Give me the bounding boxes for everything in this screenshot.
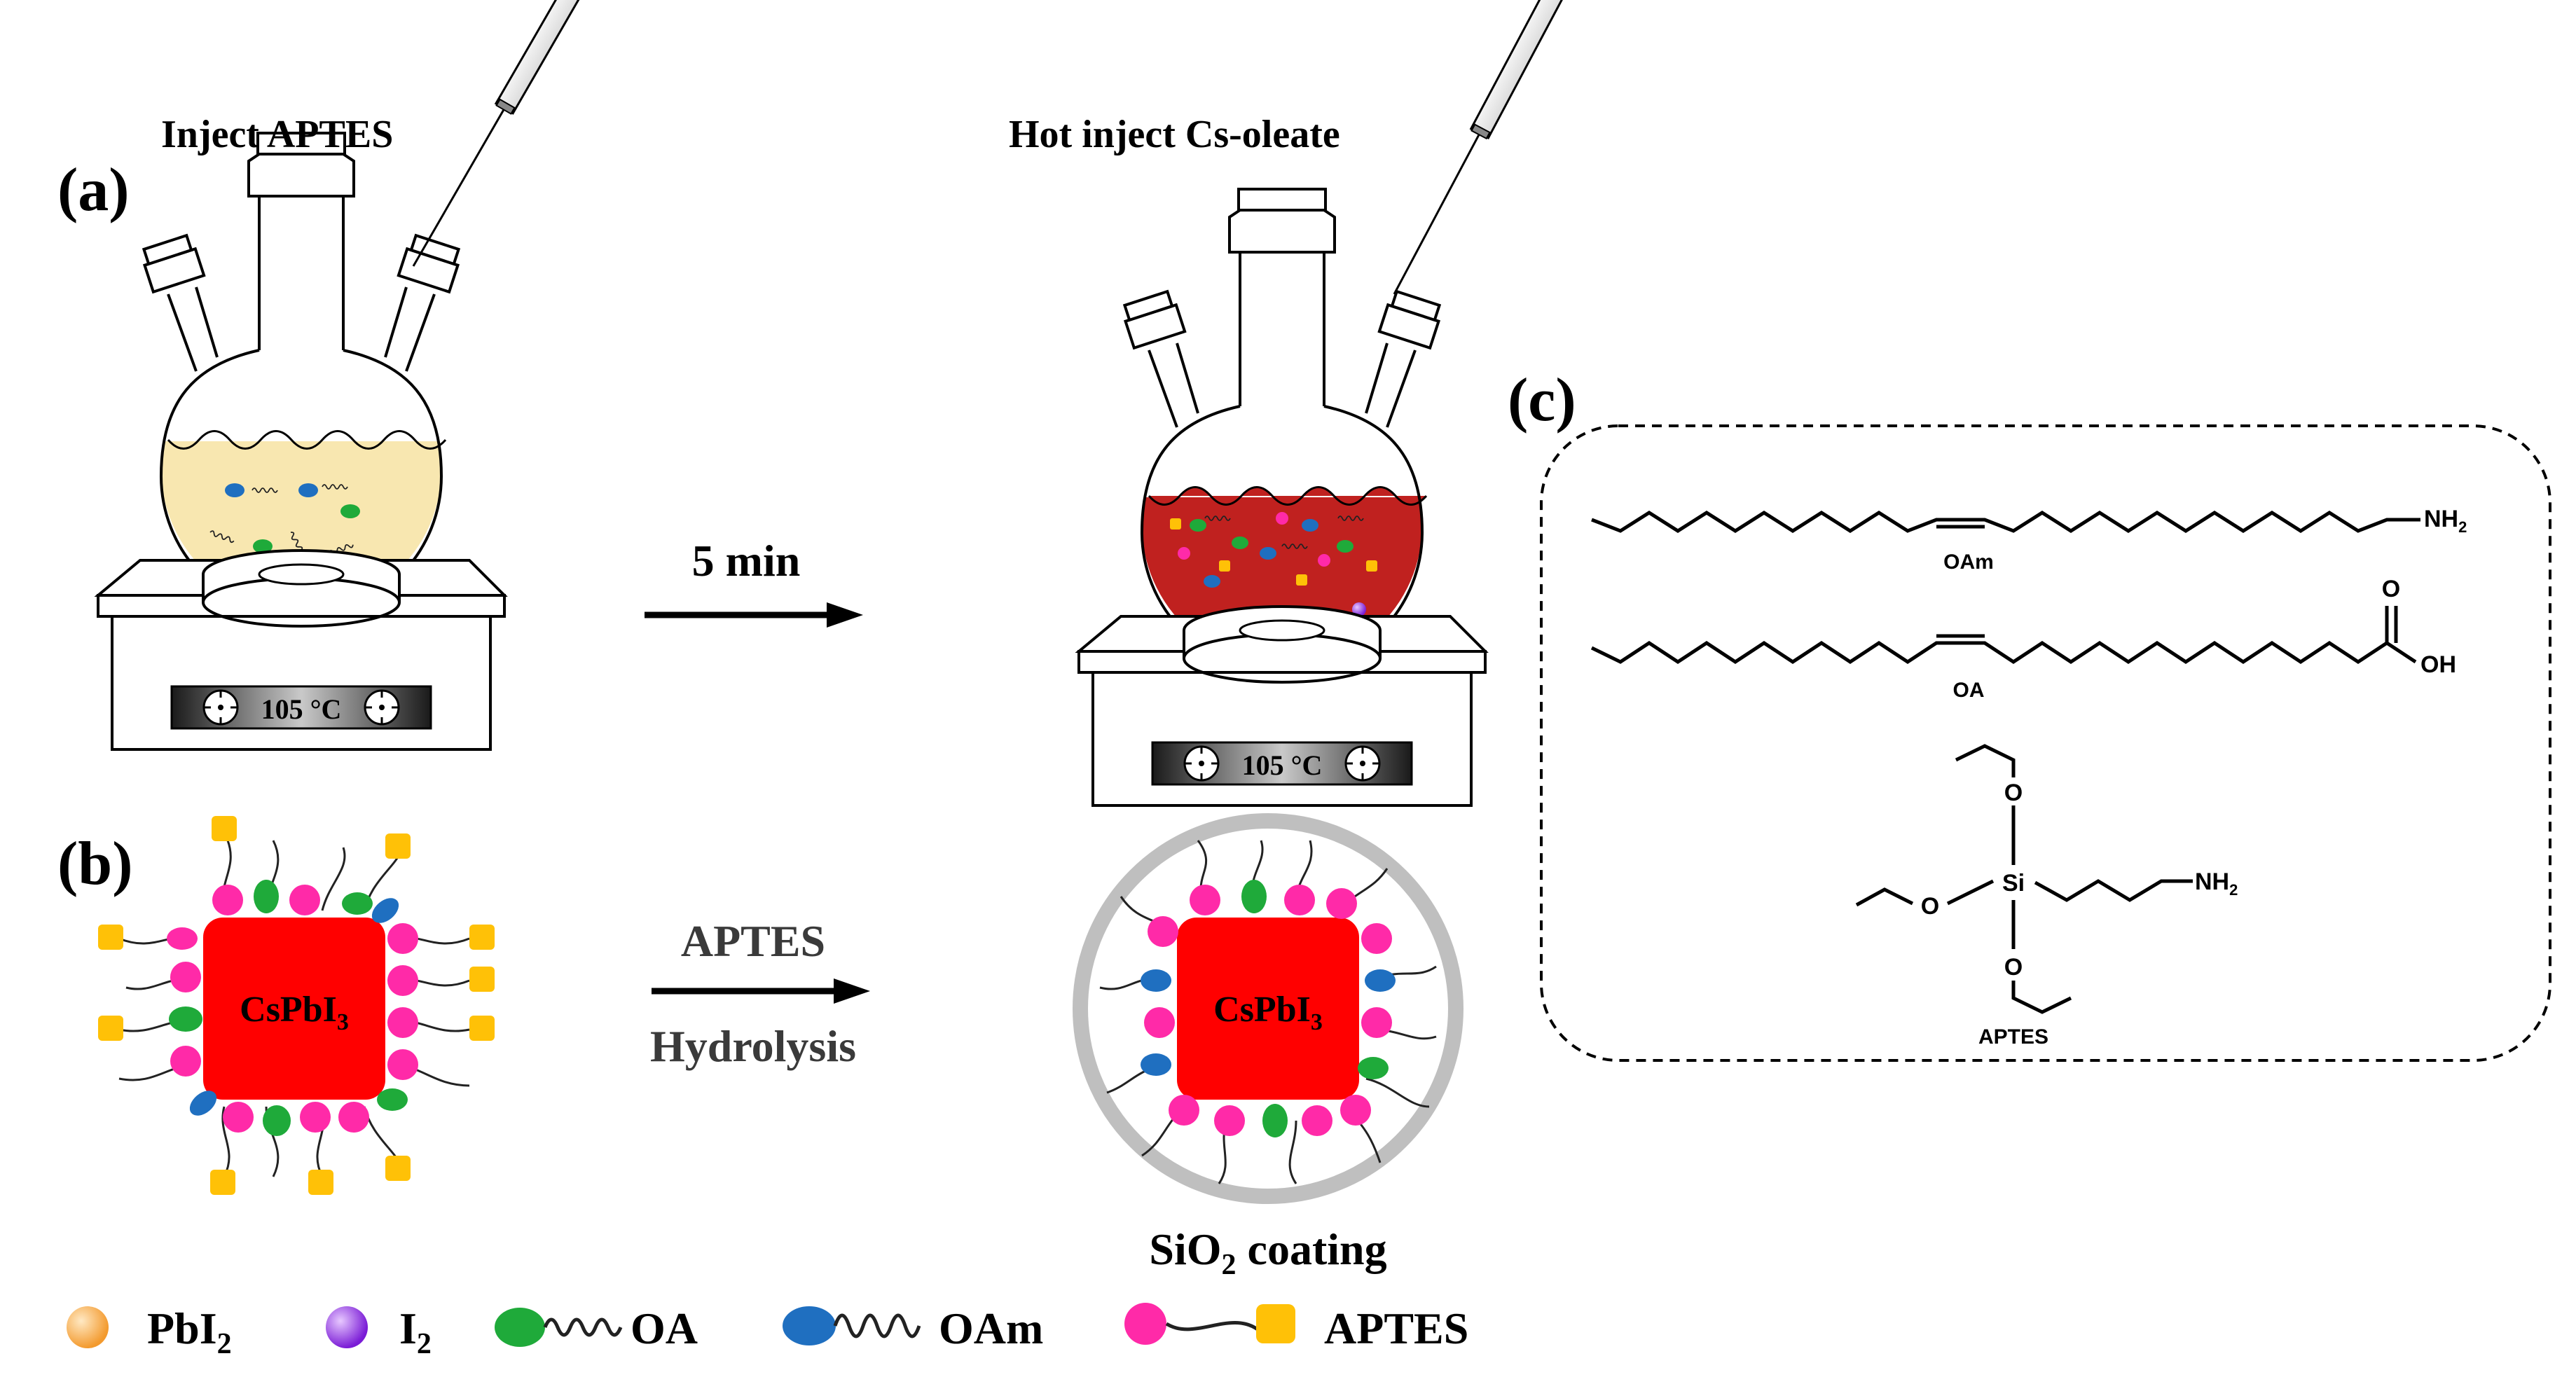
- oa-oh: OH: [2420, 651, 2456, 678]
- oa-o: O: [2382, 576, 2400, 602]
- aptes-label: APTES: [1978, 1025, 2048, 1049]
- legend-i2: I2: [326, 1303, 432, 1360]
- legend-pbi2: PbI2: [67, 1303, 232, 1360]
- panel-b-label: (b): [57, 830, 133, 898]
- temp-left: 105 °C: [261, 693, 342, 725]
- step-arrow: [645, 602, 863, 628]
- nanocrystal-coated: CsPbI3: [1073, 813, 1463, 1204]
- legend-oam: OAm: [783, 1303, 1043, 1353]
- oam-structure: [1591, 511, 2420, 533]
- aptes-o-top: O: [2004, 780, 2023, 806]
- syringe-right: [1379, 0, 1623, 303]
- core-label-bare: CsPbI3: [240, 990, 349, 1035]
- temp-right: 105 °C: [1242, 749, 1323, 781]
- svg-text:APTES: APTES: [1324, 1303, 1468, 1353]
- aptes-structure: [1855, 744, 2193, 1014]
- flask-right: [1122, 188, 1442, 674]
- caption-hot-inject: Hot inject Cs-oleate: [1009, 113, 1340, 156]
- hydrolysis-arrow: [652, 978, 870, 1004]
- aptes-si: Si: [2002, 870, 2025, 897]
- structures-box: [1540, 424, 2551, 1062]
- legend-oa: OA: [495, 1303, 698, 1353]
- hotplate-right: 105 °C: [1077, 605, 1487, 807]
- flask-left: [142, 132, 461, 618]
- core-coated: [1177, 918, 1359, 1100]
- svg-text:OAm: OAm: [939, 1303, 1043, 1353]
- syringe-left: [399, 0, 656, 275]
- oam-nh2: NH2: [2424, 506, 2467, 536]
- sio2-coating-label: SiO2 coating: [1149, 1224, 1386, 1281]
- panel-a-label: (a): [57, 156, 130, 224]
- svg-text:OA: OA: [631, 1303, 698, 1353]
- caption-inject-aptes: Inject APTES: [161, 113, 393, 156]
- aptes-o-bottom: O: [2004, 954, 2023, 981]
- core-label-coated: CsPbI3: [1213, 990, 1323, 1035]
- core-bare: [203, 918, 385, 1100]
- arrow-label-aptes: APTES: [681, 916, 825, 966]
- legend-aptes: APTES: [1124, 1303, 1468, 1353]
- legend: PbI2 I2 OA OAm APTES: [67, 1303, 1468, 1360]
- oa-structure: [1590, 606, 2417, 664]
- oam-label: OAm: [1943, 551, 1994, 574]
- svg-text:PbI2: PbI2: [147, 1303, 232, 1360]
- aptes-nh2: NH2: [2195, 869, 2238, 899]
- nanocrystal-bare: CsPbI3: [98, 816, 495, 1195]
- arrow-label-hydrolysis: Hydrolysis: [650, 1021, 856, 1071]
- oa-label: OA: [1953, 679, 1985, 702]
- svg-text:I2: I2: [399, 1303, 432, 1360]
- aptes-o-left: O: [1921, 893, 1939, 920]
- hotplate-left: 105 °C: [97, 549, 506, 751]
- step-time-label: 5 min: [692, 536, 801, 586]
- panel-c-label: (c): [1508, 366, 1576, 434]
